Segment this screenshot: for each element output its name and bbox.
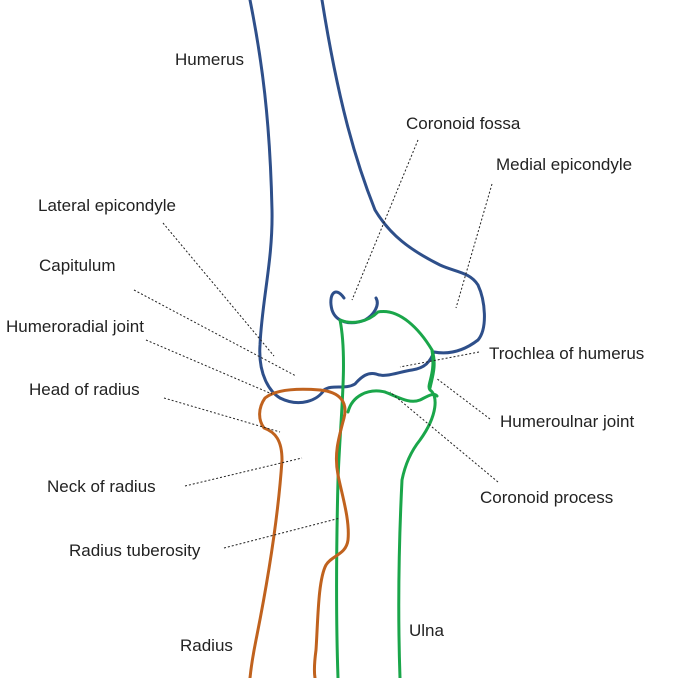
leader-lines — [133, 139, 499, 549]
humerus-lateral-edge — [248, 0, 282, 400]
leader-neck-of-radius — [184, 457, 303, 487]
leader-trochlea-of-humerus — [399, 351, 480, 368]
label-humeroulnar-joint: Humeroulnar joint — [500, 412, 634, 431]
label-radius: Radius — [180, 636, 233, 655]
humerus-outline — [248, 0, 486, 404]
humerus-distal-edge — [278, 0, 486, 404]
leader-radius-tuberosity — [223, 517, 341, 549]
radius-outline — [248, 387, 350, 678]
label-head-of-radius: Head of radius — [29, 380, 140, 399]
label-radius-tuberosity: Radius tuberosity — [69, 541, 201, 560]
label-coronoid-process: Coronoid process — [480, 488, 613, 507]
leader-humeroradial-joint — [145, 339, 273, 395]
radius-head-and-lateral-shaft — [248, 387, 322, 678]
ulna-medial-edge — [397, 348, 437, 678]
leader-head-of-radius — [163, 397, 281, 433]
label-humeroradial-joint: Humeroradial joint — [6, 317, 144, 336]
coronoid-process-outline — [346, 389, 439, 414]
leader-humeroulnar-joint — [435, 377, 491, 420]
label-medial-epicondyle: Medial epicondyle — [496, 155, 632, 174]
leader-capitulum — [133, 289, 297, 377]
label-capitulum: Capitulum — [39, 256, 116, 275]
label-coronoid-fossa: Coronoid fossa — [406, 114, 521, 133]
label-trochlea-of-humerus: Trochlea of humerus — [489, 344, 644, 363]
label-humerus: Humerus — [175, 50, 244, 69]
leader-coronoid-process — [389, 391, 499, 483]
leader-lateral-epicondyle — [162, 222, 275, 357]
label-lateral-epicondyle: Lateral epicondyle — [38, 196, 176, 215]
radius-head-and-medial-shaft — [312, 388, 350, 678]
leader-medial-epicondyle — [455, 183, 493, 309]
label-neck-of-radius: Neck of radius — [47, 477, 156, 496]
label-ulna: Ulna — [409, 621, 445, 640]
labels: Humerus Coronoid fossa Medial epicondyle… — [6, 50, 644, 655]
leader-coronoid-fossa — [351, 139, 419, 301]
